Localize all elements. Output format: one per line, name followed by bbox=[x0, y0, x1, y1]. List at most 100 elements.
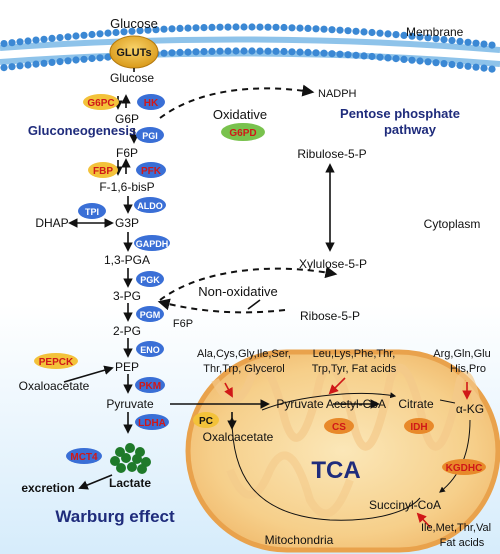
nadph-label: NADPH bbox=[318, 88, 357, 100]
mito-succinyl-coa: Succinyl-CoA bbox=[369, 498, 441, 512]
non-oxidative-label: Non-oxidative bbox=[198, 284, 278, 299]
phospholipid-head bbox=[280, 47, 288, 56]
phospholipid-head bbox=[352, 51, 360, 59]
metabolite-ribulose5p: Ribulose-5-P bbox=[297, 147, 366, 161]
phospholipid-head bbox=[96, 30, 104, 38]
enzyme-label: TPI bbox=[85, 207, 99, 217]
phospholipid-head bbox=[288, 48, 296, 56]
enzyme-g6pc: G6PC bbox=[83, 94, 119, 110]
enzyme-pepck: PEPCK bbox=[34, 353, 78, 369]
phospholipid-head bbox=[448, 36, 456, 45]
phospholipid-head bbox=[392, 30, 400, 39]
enzyme-label: G6PD bbox=[229, 128, 256, 139]
phospholipid-head bbox=[64, 57, 72, 65]
phospholipid-head bbox=[8, 39, 16, 47]
phospholipid-head bbox=[80, 31, 88, 39]
phospholipid-head bbox=[352, 27, 360, 35]
phospholipid-head bbox=[168, 49, 176, 57]
phospholipid-head bbox=[176, 48, 184, 57]
phospholipid-head bbox=[400, 55, 408, 64]
phospholipid-head bbox=[328, 50, 336, 58]
aa-group1-line1: Ala,Cys,Gly,Ile,Ser, bbox=[197, 348, 291, 360]
phospholipid-head bbox=[56, 58, 64, 66]
enzyme-idh: IDH bbox=[404, 418, 434, 434]
phospholipid-head bbox=[200, 24, 208, 32]
enzyme-label: IDH bbox=[410, 422, 427, 433]
enzyme-label: MCT4 bbox=[70, 452, 98, 463]
phospholipid-head bbox=[112, 28, 120, 37]
phospholipid-head bbox=[280, 23, 288, 32]
phospholipid-head bbox=[184, 48, 192, 56]
mito-oxaloacetate: Oxaloacetate bbox=[203, 430, 274, 444]
mito-acetyl-coa: Acetyl-CoA bbox=[326, 397, 386, 411]
enzyme-g6pd: G6PD bbox=[221, 123, 265, 141]
aa-group1-line2: Thr,Trp, Glycerol bbox=[203, 363, 285, 375]
phospholipid-head bbox=[376, 53, 384, 61]
phospholipid-head bbox=[344, 51, 352, 59]
enzyme-aldo: ALDO bbox=[134, 197, 166, 213]
phospholipid-head bbox=[368, 52, 376, 61]
phospholipid-head bbox=[480, 40, 488, 48]
phospholipid-head bbox=[48, 34, 56, 43]
phospholipid-head bbox=[456, 61, 464, 69]
phospholipid-head bbox=[88, 54, 96, 63]
phospholipid-head bbox=[72, 56, 80, 64]
enzyme-pgm: PGM bbox=[136, 306, 164, 322]
phospholipid-head bbox=[424, 58, 432, 66]
ppp-title-line2: pathway bbox=[384, 122, 437, 137]
metabolite-xylulose5p: Xylulose-5-P bbox=[299, 257, 367, 271]
metabolite-13pga: 1,3-PGA bbox=[104, 253, 150, 267]
phospholipid-head bbox=[0, 40, 8, 48]
aa-group2-line2: Trp,Tyr, Fat acids bbox=[312, 363, 397, 375]
metabolite-f6p-ppp: F6P bbox=[173, 318, 193, 330]
phospholipid-head bbox=[104, 29, 112, 37]
phospholipid-head bbox=[224, 47, 232, 55]
phospholipid-head bbox=[360, 28, 368, 36]
phospholipid-head bbox=[296, 24, 304, 32]
excretion-label: excretion bbox=[21, 481, 74, 495]
metabolite-lactate: Lactate bbox=[109, 476, 151, 490]
amino-acid-input-arrows bbox=[224, 377, 472, 528]
phospholipid-head bbox=[240, 47, 248, 55]
mito-citrate: Citrate bbox=[398, 397, 434, 411]
phospholipid-head bbox=[208, 47, 216, 56]
phospholipid-head bbox=[272, 23, 280, 31]
phospholipid-head bbox=[416, 57, 424, 65]
phospholipid-head bbox=[88, 30, 96, 39]
enzyme-eno: ENO bbox=[136, 341, 164, 357]
phospholipid-head bbox=[232, 23, 240, 31]
enzyme-pkm: PKM bbox=[135, 377, 165, 393]
warburg-effect-label: Warburg effect bbox=[55, 507, 175, 526]
ppp-arrows bbox=[157, 84, 338, 314]
enzyme-label: PGK bbox=[140, 275, 160, 285]
phospholipid-head bbox=[248, 47, 256, 55]
phospholipid-head bbox=[416, 33, 424, 41]
enzyme-pfk: PFK bbox=[136, 162, 166, 178]
phospholipid-head bbox=[472, 39, 480, 47]
glut-label: GLUTs bbox=[116, 47, 151, 59]
phospholipid-head bbox=[392, 55, 400, 63]
phospholipid-head bbox=[440, 36, 448, 44]
enzyme-fbp: FBP bbox=[88, 162, 118, 178]
enzyme-pgk: PGK bbox=[136, 271, 164, 287]
phospholipid-head bbox=[304, 48, 312, 57]
enzyme-ldha: LDHA bbox=[135, 414, 169, 430]
enzyme-kgdhc: KGDHC bbox=[442, 459, 486, 475]
phospholipid-head bbox=[464, 62, 472, 70]
mito-pyruvate: Pyruvate bbox=[276, 397, 324, 411]
phospholipid-head bbox=[440, 60, 448, 68]
metabolite-g3p: G3P bbox=[115, 216, 139, 230]
phospholipid-head bbox=[32, 60, 40, 68]
enzyme-cs: CS bbox=[324, 418, 354, 434]
enzyme-pc: PC bbox=[193, 412, 219, 428]
glut-transporter: GLUTs bbox=[109, 35, 159, 69]
phospholipid-head bbox=[488, 41, 496, 49]
phospholipid-head bbox=[0, 64, 8, 72]
phospholipid-head bbox=[240, 23, 248, 31]
phospholipid-head bbox=[104, 53, 112, 61]
tca-label: TCA bbox=[311, 457, 360, 484]
enzyme-label: KGDHC bbox=[446, 463, 483, 474]
enzyme-label: PKM bbox=[139, 381, 161, 392]
aa-group2-line1: Leu,Lys,Phe,Thr, bbox=[313, 348, 396, 360]
